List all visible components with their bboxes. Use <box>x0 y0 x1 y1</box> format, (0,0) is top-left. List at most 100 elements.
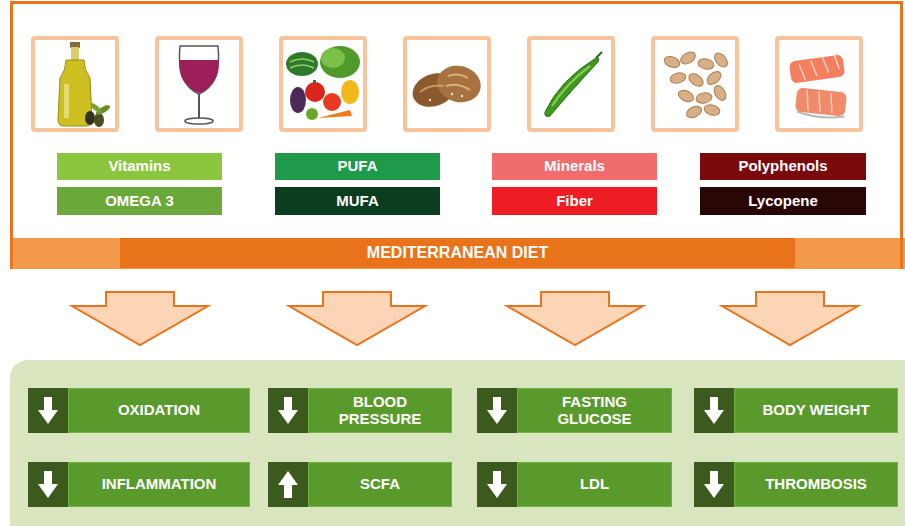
down-arrow-symbol <box>278 397 298 424</box>
wine-glass-picture <box>179 60 219 93</box>
olive-oil-picture <box>58 42 111 127</box>
nutrient-label: Polyphenols <box>732 158 833 175</box>
down-arrow-symbol <box>704 471 724 498</box>
effect-label: THROMBOSIS <box>755 476 877 493</box>
nutrient-box: MUFA <box>275 187 440 215</box>
salmon-picture <box>789 54 846 83</box>
bread-picture <box>446 74 470 90</box>
trend-square <box>694 462 734 507</box>
wine-glass-picture <box>179 46 219 124</box>
picture-frame <box>33 38 861 130</box>
trend-square <box>28 388 68 433</box>
picture-frame <box>653 38 737 130</box>
pea-pod-picture <box>545 58 599 117</box>
flow-arrow <box>72 292 208 345</box>
wine-glass-picture <box>179 46 218 94</box>
bread-picture <box>433 61 485 107</box>
pea-pod-picture <box>545 52 602 117</box>
nutrient-box: Minerals <box>492 153 657 180</box>
nutrient-label: Lycopene <box>742 193 823 210</box>
nutrient-label: MUFA <box>330 193 385 210</box>
vegetables-picture <box>286 52 318 76</box>
vegetables-picture <box>320 46 360 78</box>
salmon-picture <box>797 112 845 120</box>
olive-oil-picture <box>64 84 69 118</box>
olive-oil-picture <box>94 113 104 127</box>
almonds-picture <box>703 103 721 117</box>
olive-oil-picture <box>85 111 95 125</box>
panel-ground <box>10 1 903 269</box>
diet-label: MEDITERRANEAN DIET <box>120 238 795 268</box>
effect-label: OXIDATION <box>108 402 210 419</box>
vegetables-picture <box>341 80 359 104</box>
almonds-picture <box>663 50 730 120</box>
nutrient-box: Lycopene <box>700 187 866 215</box>
almonds-picture <box>695 92 712 105</box>
effect-label: FASTING GLUCOSE <box>518 394 671 427</box>
bread-picture <box>461 95 463 97</box>
trend-square <box>268 388 308 433</box>
picture-frame <box>405 38 489 130</box>
almonds-picture <box>663 55 681 70</box>
nutrient-box: PUFA <box>275 153 440 180</box>
nutrient-box: OMEGA 3 <box>57 187 222 215</box>
salmon-picture <box>805 90 834 113</box>
nutrient-box: Vitamins <box>57 153 222 180</box>
vegetables-picture <box>313 80 316 84</box>
pea-pod-picture <box>596 52 602 58</box>
effect-box: BODY WEIGHT <box>734 388 898 433</box>
effect-box: OXIDATION <box>68 388 250 433</box>
down-arrow-symbol <box>38 471 58 498</box>
wine-glass-picture <box>185 118 213 124</box>
down-arrow-symbol <box>704 397 724 424</box>
vegetables-picture <box>318 110 352 118</box>
almonds-picture <box>679 50 698 67</box>
vegetables-picture <box>323 93 341 111</box>
trend-square <box>477 388 517 433</box>
nutrient-label: PUFA <box>331 158 383 175</box>
almonds-picture <box>697 58 714 71</box>
diet-band <box>10 238 905 269</box>
almonds-picture <box>669 71 687 85</box>
trend-square <box>268 462 308 507</box>
picture-frame <box>777 38 861 130</box>
salmon-picture <box>798 54 840 80</box>
pea-pod-picture <box>552 66 590 106</box>
down-arrow-symbol <box>38 397 58 424</box>
almonds-picture <box>687 71 706 88</box>
picture-frame <box>281 38 365 130</box>
salmon-picture <box>789 54 847 119</box>
flow-arrow <box>289 292 425 345</box>
effect-label: BLOOD PRESSURE <box>309 394 451 427</box>
almonds-picture <box>712 84 729 103</box>
trend-square <box>477 462 517 507</box>
nutrient-label: Vitamins <box>102 158 176 175</box>
trend-square <box>28 388 734 507</box>
effect-label: LDL <box>570 476 619 493</box>
picture-frame <box>157 38 241 130</box>
almonds-picture <box>705 69 724 87</box>
effect-box: LDL <box>517 462 672 507</box>
wine-glass-picture <box>198 94 200 120</box>
bread-picture <box>451 93 453 95</box>
vegetables-picture <box>290 59 314 68</box>
down-arrow-symbol <box>487 397 507 424</box>
effect-box: INFLAMMATION <box>68 462 250 507</box>
flow-arrow <box>507 292 643 345</box>
nutrient-label: Fiber <box>550 193 599 210</box>
vegetables-picture <box>321 48 345 68</box>
effect-label: BODY WEIGHT <box>752 402 879 419</box>
salmon-picture <box>795 87 847 116</box>
vegetables-picture <box>306 108 318 120</box>
diet-panel: Vitamins PUFA Minerals PolyphenolsOMEGA 3 MU… <box>10 1 903 269</box>
almonds-picture <box>677 88 696 104</box>
effect-box: BLOOD PRESSURE <box>308 388 452 433</box>
bread-picture <box>429 99 431 101</box>
flow-arrow <box>722 292 858 345</box>
picture-frame <box>33 38 117 130</box>
almonds-picture <box>685 104 704 120</box>
up-arrow-symbol <box>278 471 298 498</box>
trend-square <box>694 388 734 433</box>
flow-arrow <box>72 292 858 345</box>
nutrient-label: Minerals <box>538 158 611 175</box>
